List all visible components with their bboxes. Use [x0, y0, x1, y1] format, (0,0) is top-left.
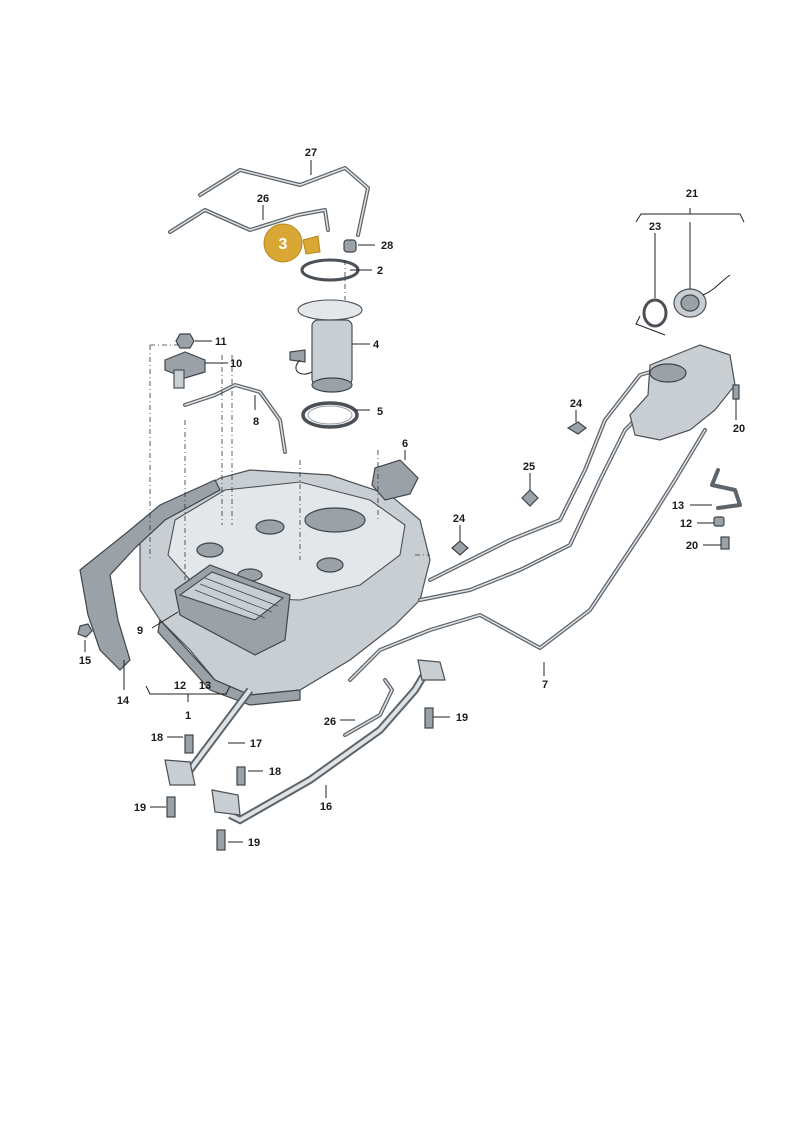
- callout-27[interactable]: 27: [305, 147, 317, 159]
- callout-21[interactable]: 21: [686, 188, 698, 200]
- fuel-line-26-lower[interactable]: [343, 678, 394, 737]
- filler-neck[interactable]: [418, 344, 736, 602]
- bolt-20-upper[interactable]: [732, 384, 740, 400]
- callout-19-right[interactable]: 19: [456, 712, 468, 724]
- heat-shield[interactable]: [79, 479, 221, 671]
- nut-15[interactable]: [77, 623, 93, 638]
- tank-strap-16[interactable]: [211, 659, 446, 825]
- fuel-line-27[interactable]: [198, 166, 370, 237]
- callout-1[interactable]: 1: [185, 710, 191, 722]
- valve-10[interactable]: [164, 351, 206, 389]
- callout-8[interactable]: 8: [253, 416, 259, 428]
- clip-24-lower[interactable]: [451, 540, 469, 556]
- nut-11[interactable]: [175, 333, 195, 349]
- fuel-pump-module[interactable]: [289, 299, 363, 393]
- highlight-badge-3[interactable]: 3: [263, 223, 303, 263]
- bolt-20-lower[interactable]: [720, 536, 730, 550]
- fuel-cap-21[interactable]: [673, 274, 731, 318]
- callout-12-lower[interactable]: 12: [174, 680, 186, 692]
- callout-19-bottom[interactable]: 19: [248, 837, 260, 849]
- callout-14[interactable]: 14: [117, 695, 130, 707]
- tank-opening: [304, 507, 366, 533]
- connector-fitting-28[interactable]: [343, 239, 357, 253]
- callout-24-lower[interactable]: 24: [453, 513, 466, 525]
- callout-23[interactable]: 23: [649, 221, 661, 233]
- clip-24-upper[interactable]: [566, 421, 587, 435]
- callout-labels: 27 26 28 2 21 23 11 10 4 8 5 24 20 6 25 …: [79, 147, 745, 849]
- callout-7[interactable]: 7: [542, 679, 548, 691]
- vent-line-13[interactable]: [710, 468, 742, 510]
- callout-4[interactable]: 4: [373, 339, 380, 351]
- fuel-line-7[interactable]: [348, 428, 707, 682]
- vent-line-8[interactable]: [183, 383, 287, 454]
- seal-ring[interactable]: [301, 401, 359, 429]
- callout-13-lower[interactable]: 13: [199, 680, 211, 692]
- callout-28[interactable]: 28: [381, 240, 393, 252]
- callout-2[interactable]: 2: [377, 265, 383, 277]
- callout-12-right[interactable]: 12: [680, 518, 692, 530]
- callout-9[interactable]: 9: [137, 625, 143, 637]
- callout-20-upper[interactable]: 20: [733, 423, 745, 435]
- callout-26-lower[interactable]: 26: [324, 716, 336, 728]
- callout-19-left[interactable]: 19: [134, 802, 146, 814]
- callout-11[interactable]: 11: [215, 336, 227, 348]
- callout-10[interactable]: 10: [230, 358, 242, 370]
- callout-16[interactable]: 16: [320, 801, 332, 813]
- clip-25[interactable]: [521, 489, 539, 507]
- fuel-line-26-upper[interactable]: [168, 208, 330, 234]
- callout-13-right[interactable]: 13: [672, 500, 684, 512]
- callout-6[interactable]: 6: [402, 438, 408, 450]
- bolt-19-left[interactable]: [166, 796, 176, 818]
- charcoal-canister[interactable]: [174, 564, 291, 656]
- bolt-19-right[interactable]: [424, 707, 434, 729]
- bolt-19-bottom[interactable]: [216, 829, 226, 851]
- leader-lines: [84, 160, 745, 843]
- svg-text:3: 3: [279, 236, 288, 253]
- fuel-tank[interactable]: [139, 469, 431, 706]
- callout-15[interactable]: 15: [79, 655, 91, 667]
- reference-lines: [149, 260, 430, 580]
- callout-26[interactable]: 26: [257, 193, 269, 205]
- callout-17[interactable]: 17: [250, 738, 262, 750]
- callout-25[interactable]: 25: [523, 461, 535, 473]
- bolt-18-right[interactable]: [236, 766, 246, 786]
- highlighted-part-3[interactable]: [302, 235, 321, 255]
- nut-12-right[interactable]: [713, 516, 725, 527]
- sensor-6[interactable]: [371, 459, 419, 501]
- bolt-18-left[interactable]: [184, 734, 194, 754]
- callout-20-lower[interactable]: 20: [686, 540, 698, 552]
- tank-strap-17[interactable]: [164, 687, 254, 786]
- callout-24-upper[interactable]: 24: [570, 398, 583, 410]
- callout-18-left[interactable]: 18: [151, 732, 163, 744]
- callout-18-right[interactable]: 18: [269, 766, 281, 778]
- locking-ring[interactable]: [300, 258, 360, 282]
- cap-seal-23[interactable]: [642, 298, 668, 328]
- callout-5[interactable]: 5: [377, 406, 383, 418]
